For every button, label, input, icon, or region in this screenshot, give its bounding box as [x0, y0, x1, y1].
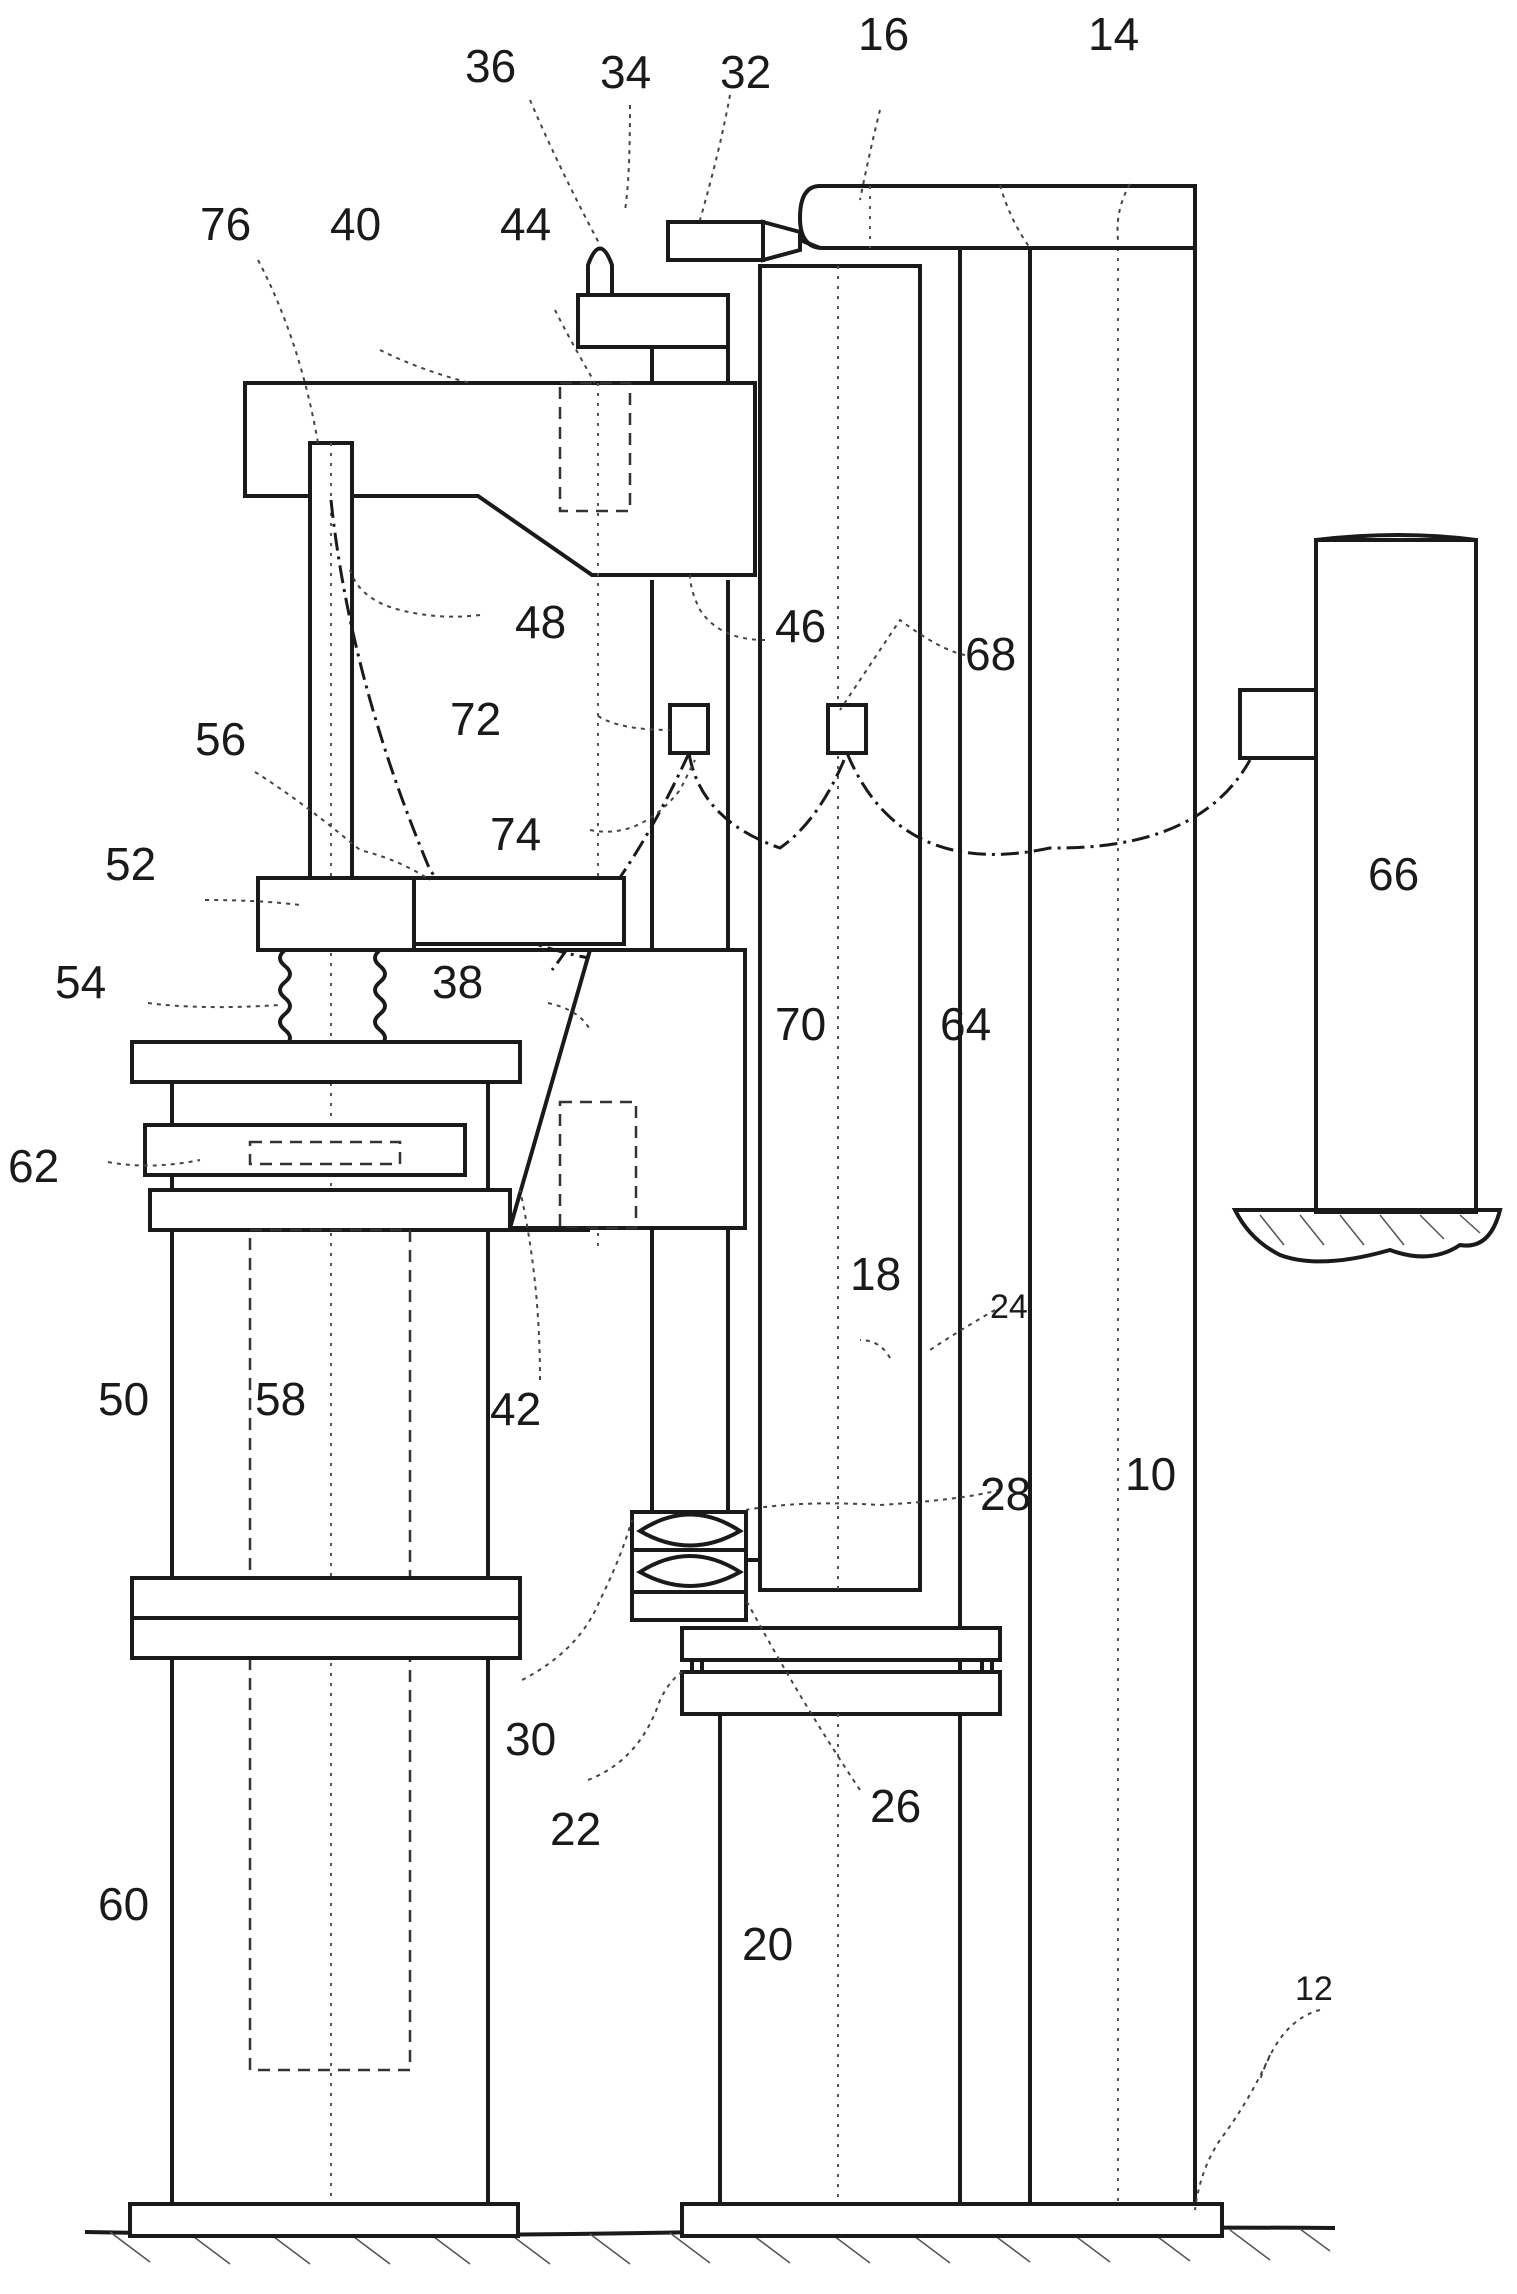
label-70: 70: [775, 998, 826, 1050]
label-28: 28: [980, 1468, 1031, 1520]
reference-numerals: 36 34 32 16 14 76 40 44 48 46 68 72 56 7…: [8, 8, 1419, 2008]
lower-column: [128, 1040, 590, 2238]
label-52: 52: [105, 838, 156, 890]
label-62: 62: [8, 1140, 59, 1192]
label-76: 76: [200, 198, 251, 250]
label-64: 64: [940, 998, 991, 1050]
label-38: 38: [432, 956, 483, 1008]
label-34: 34: [600, 46, 651, 98]
label-46: 46: [775, 600, 826, 652]
base-20: [680, 1626, 1224, 2238]
label-10: 10: [1125, 1448, 1176, 1500]
label-42: 42: [490, 1383, 541, 1435]
label-26: 26: [870, 1780, 921, 1832]
label-22: 22: [550, 1803, 601, 1855]
label-18: 18: [850, 1248, 901, 1300]
label-40: 40: [330, 198, 381, 250]
label-12: 12: [1295, 1970, 1333, 2008]
label-32: 32: [720, 46, 771, 98]
label-30: 30: [505, 1713, 556, 1765]
leader-lines: [107, 94, 1321, 2211]
label-44: 44: [500, 198, 551, 250]
label-58: 58: [255, 1373, 306, 1425]
label-66: 66: [1368, 848, 1419, 900]
label-14: 14: [1088, 8, 1139, 60]
sensors: [550, 533, 1478, 1214]
label-72: 72: [450, 693, 501, 745]
label-20: 20: [742, 1918, 793, 1970]
label-48: 48: [515, 596, 566, 648]
label-74: 74: [490, 808, 541, 860]
label-56: 56: [195, 713, 246, 765]
label-60: 60: [98, 1878, 149, 1930]
label-50: 50: [98, 1373, 149, 1425]
label-24: 24: [990, 1288, 1028, 1326]
label-16: 16: [858, 8, 909, 60]
column-18: [758, 264, 922, 1592]
carriage: [256, 876, 747, 1230]
top-head: [576, 219, 821, 385]
machine-base: [1231, 1208, 1503, 1264]
main-column: [958, 246, 1197, 2206]
label-54: 54: [55, 956, 106, 1008]
label-36: 36: [465, 40, 516, 92]
top-arm: [797, 184, 1197, 250]
label-68: 68: [965, 628, 1016, 680]
